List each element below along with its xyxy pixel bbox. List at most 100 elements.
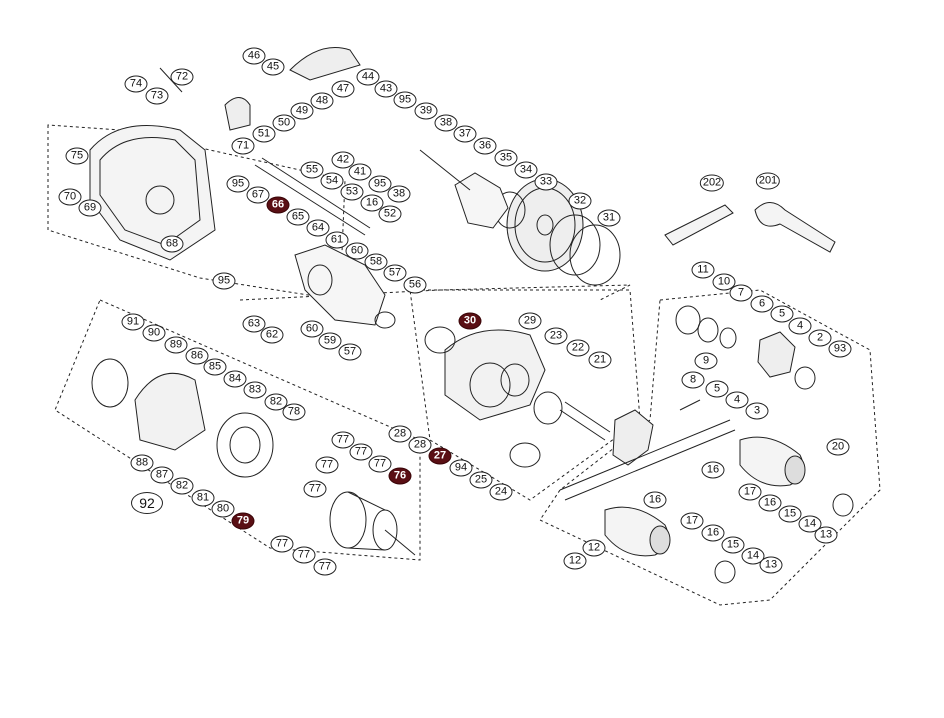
- part-callout: 10: [712, 273, 736, 291]
- part-callout: 61: [325, 231, 349, 249]
- part-callout: 77: [368, 455, 392, 473]
- part-callout: 14: [798, 515, 822, 533]
- brake-assembly: [224, 47, 396, 329]
- part-callout: 36: [473, 137, 497, 155]
- part-callout: 12: [563, 552, 587, 570]
- part-callout: 38: [434, 114, 458, 132]
- part-callout: 23: [544, 327, 568, 345]
- part-callout: 90: [142, 324, 166, 342]
- part-callout: 28: [408, 436, 432, 454]
- part-callout: 89: [164, 336, 188, 354]
- part-callout: 15: [721, 536, 745, 554]
- part-callout: 50: [272, 114, 296, 132]
- part-callout: 59: [318, 332, 342, 350]
- part-callout: 13: [759, 556, 783, 574]
- part-callout: 16: [360, 194, 384, 212]
- part-callout: 7: [729, 284, 753, 302]
- part-callout: 62: [260, 326, 284, 344]
- part-callout: 80: [211, 500, 235, 518]
- part-callout: 31: [597, 209, 621, 227]
- part-callout: 67: [246, 186, 270, 204]
- part-callout: 17: [738, 483, 762, 501]
- highlighted-part-callout: 30: [458, 312, 482, 330]
- part-callout: 49: [290, 102, 314, 120]
- part-callout: 73: [145, 87, 169, 105]
- part-callout: 84: [223, 370, 247, 388]
- part-callout: 32: [568, 192, 592, 210]
- part-callout: 25: [469, 471, 493, 489]
- part-callout: 15: [778, 505, 802, 523]
- part-callout: 44: [356, 68, 380, 86]
- part-callout: 60: [345, 242, 369, 260]
- part-callout: 16: [701, 461, 725, 479]
- part-callout: 77: [270, 535, 294, 553]
- part-callout: 95: [393, 91, 417, 109]
- part-callout: 33: [534, 173, 558, 191]
- part-callout: 77: [313, 558, 337, 576]
- part-callout: 11: [691, 261, 715, 279]
- part-callout: 6: [750, 295, 774, 313]
- part-callout: 22: [566, 339, 590, 357]
- part-callout: 41: [348, 163, 372, 181]
- part-callout: 69: [78, 199, 102, 217]
- side-cover: [91, 358, 274, 478]
- part-callout: 77: [315, 456, 339, 474]
- part-callout: 60: [300, 320, 324, 338]
- main-gear: [419, 149, 621, 286]
- part-callout: 39: [414, 102, 438, 120]
- part-callout: 43: [374, 80, 398, 98]
- part-callout: 8: [681, 371, 705, 389]
- part-callout: 17: [680, 512, 704, 530]
- part-callout: 86: [185, 347, 209, 365]
- part-callout: 95: [226, 175, 250, 193]
- part-callout: 81: [191, 489, 215, 507]
- part-callout: 77: [303, 480, 327, 498]
- part-callout: 14: [741, 547, 765, 565]
- part-callout: 2: [808, 329, 832, 347]
- part-callout: 52: [378, 205, 402, 223]
- part-callout: 201: [755, 172, 781, 190]
- part-callout: 5: [770, 305, 794, 323]
- part-callout: 85: [203, 358, 227, 376]
- part-callout: 53: [340, 183, 364, 201]
- part-callout: 35: [494, 149, 518, 167]
- part-callout: 83: [243, 381, 267, 399]
- part-callout: 91: [121, 313, 145, 331]
- part-callout: 16: [758, 494, 782, 512]
- part-callout: 95: [212, 272, 236, 290]
- part-callout: 16: [701, 524, 725, 542]
- part-callout: 13: [814, 526, 838, 544]
- part-callout: 51: [252, 125, 276, 143]
- part-callout: 68: [160, 235, 184, 253]
- part-callout: 94: [449, 459, 473, 477]
- part-callout: 77: [331, 431, 355, 449]
- part-callout: 46: [242, 47, 266, 65]
- frame-cover: [424, 326, 611, 468]
- part-callout: 82: [264, 393, 288, 411]
- part-callout: 78: [282, 403, 306, 421]
- part-callout: 64: [306, 219, 330, 237]
- side-plate: [89, 125, 216, 261]
- part-callout: 57: [338, 343, 362, 361]
- part-callout: 82: [170, 477, 194, 495]
- part-callout: 74: [124, 75, 148, 93]
- assembly-callout: 92: [131, 492, 163, 514]
- part-callout: 3: [745, 402, 769, 420]
- part-callout: 88: [130, 454, 154, 472]
- part-callout: 38: [387, 185, 411, 203]
- part-callout: 24: [489, 483, 513, 501]
- part-callout: 12: [582, 539, 606, 557]
- part-callout: 77: [292, 546, 316, 564]
- drag-star: [675, 305, 816, 390]
- part-callout: 20: [826, 438, 850, 456]
- part-callout: 77: [349, 443, 373, 461]
- part-callout: 9: [694, 352, 718, 370]
- part-callout: 57: [383, 264, 407, 282]
- part-callout: 71: [231, 137, 255, 155]
- part-callout: 47: [331, 80, 355, 98]
- part-callout: 93: [828, 340, 852, 358]
- part-callout: 45: [261, 58, 285, 76]
- part-callout: 5: [705, 380, 729, 398]
- part-callout: 63: [242, 315, 266, 333]
